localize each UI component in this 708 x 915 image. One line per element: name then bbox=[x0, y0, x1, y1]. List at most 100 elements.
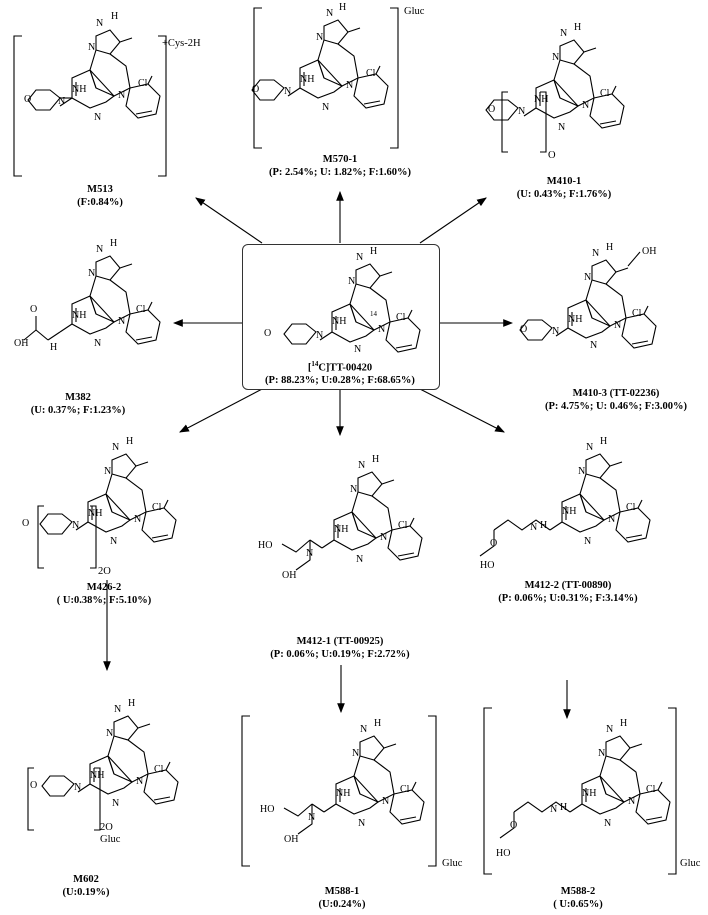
svg-text:N: N bbox=[326, 8, 333, 19]
m588-1-caption: M588-1(U:0.24%) bbox=[318, 886, 366, 910]
svg-text:NH: NH bbox=[88, 508, 102, 519]
m382-caption: M382(U: 0.37%; F:1.23%) bbox=[30, 392, 126, 416]
svg-text:O: O bbox=[490, 538, 497, 549]
svg-text:N: N bbox=[58, 96, 65, 107]
svg-text:Cl: Cl bbox=[136, 304, 146, 315]
svg-text:N: N bbox=[604, 818, 611, 829]
parent-caption: [14C]TT-00420 (P: 88.23%; U:0.28%; F:68.… bbox=[258, 358, 422, 388]
m588-1-mod: Gluc bbox=[442, 858, 463, 869]
svg-text:N: N bbox=[322, 102, 329, 113]
svg-text:N: N bbox=[136, 776, 143, 787]
svg-text:N: N bbox=[114, 704, 121, 715]
svg-text:H: H bbox=[126, 436, 133, 447]
m588-2-caption: M588-2( U:0.65%) bbox=[553, 886, 603, 910]
svg-text:N: N bbox=[614, 320, 621, 331]
svg-text:Cl: Cl bbox=[626, 502, 636, 513]
svg-text:N: N bbox=[628, 796, 635, 807]
svg-text:NH: NH bbox=[562, 506, 576, 517]
svg-text:N: N bbox=[360, 724, 367, 735]
structure-m410-1: NH N NH N N Cl O N bbox=[485, 22, 625, 153]
svg-text:NH: NH bbox=[90, 770, 104, 781]
svg-text:N: N bbox=[74, 782, 81, 793]
structure-m570-1: NH N NH N N Cl O N bbox=[251, 2, 399, 149]
structure-m588-1: NH N NH N N Cl N HO OH bbox=[241, 715, 437, 867]
structure-m382: NH N NH N N Cl O OH H bbox=[14, 238, 161, 353]
svg-text:O: O bbox=[30, 780, 37, 791]
structure-m410-3: NH N NH N N Cl OH O N bbox=[519, 242, 657, 351]
svg-text:HO: HO bbox=[480, 560, 494, 571]
svg-text:NH: NH bbox=[300, 74, 314, 85]
svg-text:H: H bbox=[339, 2, 346, 13]
svg-text:N: N bbox=[352, 748, 359, 759]
svg-text:H: H bbox=[540, 520, 547, 531]
svg-text:Cl: Cl bbox=[646, 784, 656, 795]
svg-text:O: O bbox=[488, 104, 495, 115]
svg-text:N: N bbox=[316, 32, 323, 43]
svg-text:N: N bbox=[592, 248, 599, 259]
svg-text:OH: OH bbox=[284, 834, 298, 845]
svg-text:N: N bbox=[578, 466, 585, 477]
svg-text:H: H bbox=[560, 802, 567, 813]
svg-text:OH: OH bbox=[14, 338, 28, 349]
svg-text:O: O bbox=[22, 518, 29, 529]
svg-text:OH: OH bbox=[282, 570, 296, 581]
structure-m588-2: NH N NH N N Cl N H O HO bbox=[483, 707, 677, 875]
svg-text:N: N bbox=[346, 80, 353, 91]
svg-text:N: N bbox=[518, 106, 525, 117]
m513-mod: +Cys-2H bbox=[162, 38, 201, 49]
m410-3-caption: M410-3 (TT-02236)(P: 4.75%; U: 0.46%; F:… bbox=[544, 388, 687, 412]
svg-text:N: N bbox=[112, 442, 119, 453]
svg-text:N: N bbox=[560, 28, 567, 39]
svg-text:O: O bbox=[520, 324, 527, 335]
svg-text:N: N bbox=[552, 52, 559, 63]
m570-1-caption: M570-1(P: 2.54%; U: 1.82%; F:1.60%) bbox=[268, 154, 411, 178]
svg-text:N: N bbox=[350, 484, 357, 495]
svg-text:N: N bbox=[94, 112, 101, 123]
svg-text:N: N bbox=[134, 514, 141, 525]
svg-text:O: O bbox=[30, 304, 37, 315]
parent-stats: (P: 88.23%; U:0.28%; F:68.65%) bbox=[265, 375, 415, 386]
m588-2-mod: Gluc bbox=[680, 858, 701, 869]
svg-text:N: N bbox=[582, 100, 589, 111]
svg-text:N: N bbox=[104, 466, 111, 477]
svg-text:O: O bbox=[510, 820, 517, 831]
structure-m513: NH N NH N N Cl O N bbox=[13, 11, 167, 177]
svg-text:N: N bbox=[358, 818, 365, 829]
svg-text:N: N bbox=[118, 316, 125, 327]
structure-m426-2: NH N NH N N Cl O N bbox=[22, 436, 177, 569]
svg-text:Cl: Cl bbox=[152, 502, 162, 513]
structure-m412-1: NH N NH N N Cl N HO OH bbox=[258, 454, 423, 581]
svg-text:Cl: Cl bbox=[400, 784, 410, 795]
svg-text:OH: OH bbox=[642, 246, 656, 257]
svg-text:N: N bbox=[94, 338, 101, 349]
svg-text:N: N bbox=[584, 272, 591, 283]
svg-text:N: N bbox=[530, 522, 537, 533]
svg-text:N: N bbox=[284, 86, 291, 97]
svg-text:O: O bbox=[24, 94, 31, 105]
svg-text:H: H bbox=[110, 238, 117, 249]
svg-text:N: N bbox=[356, 554, 363, 565]
svg-text:H: H bbox=[600, 436, 607, 447]
m412-2-caption: M412-2 (TT-00890)(P: 0.06%; U:0.31%; F:3… bbox=[498, 580, 638, 604]
svg-text:H: H bbox=[574, 22, 581, 33]
svg-text:N: N bbox=[608, 514, 615, 525]
svg-text:H: H bbox=[50, 342, 57, 353]
svg-text:N: N bbox=[306, 548, 313, 559]
structure-m602: NH N NH N N Cl O N bbox=[27, 698, 179, 831]
svg-text:N: N bbox=[358, 460, 365, 471]
svg-text:Cl: Cl bbox=[138, 78, 148, 89]
svg-text:N: N bbox=[112, 798, 119, 809]
svg-text:N: N bbox=[380, 532, 387, 543]
svg-text:N: N bbox=[552, 326, 559, 337]
svg-text:N: N bbox=[308, 812, 315, 823]
svg-text:N: N bbox=[88, 42, 95, 53]
svg-text:NH: NH bbox=[72, 84, 86, 95]
svg-text:N: N bbox=[558, 122, 565, 133]
svg-text:NH: NH bbox=[582, 788, 596, 799]
svg-text:N: N bbox=[590, 340, 597, 351]
svg-text:N: N bbox=[88, 268, 95, 279]
svg-text:N: N bbox=[584, 536, 591, 547]
m426-2-caption: M426-2( U:0.38%; F:5.10%) bbox=[56, 582, 152, 606]
svg-text:HO: HO bbox=[496, 848, 510, 859]
svg-text:O: O bbox=[252, 84, 259, 95]
